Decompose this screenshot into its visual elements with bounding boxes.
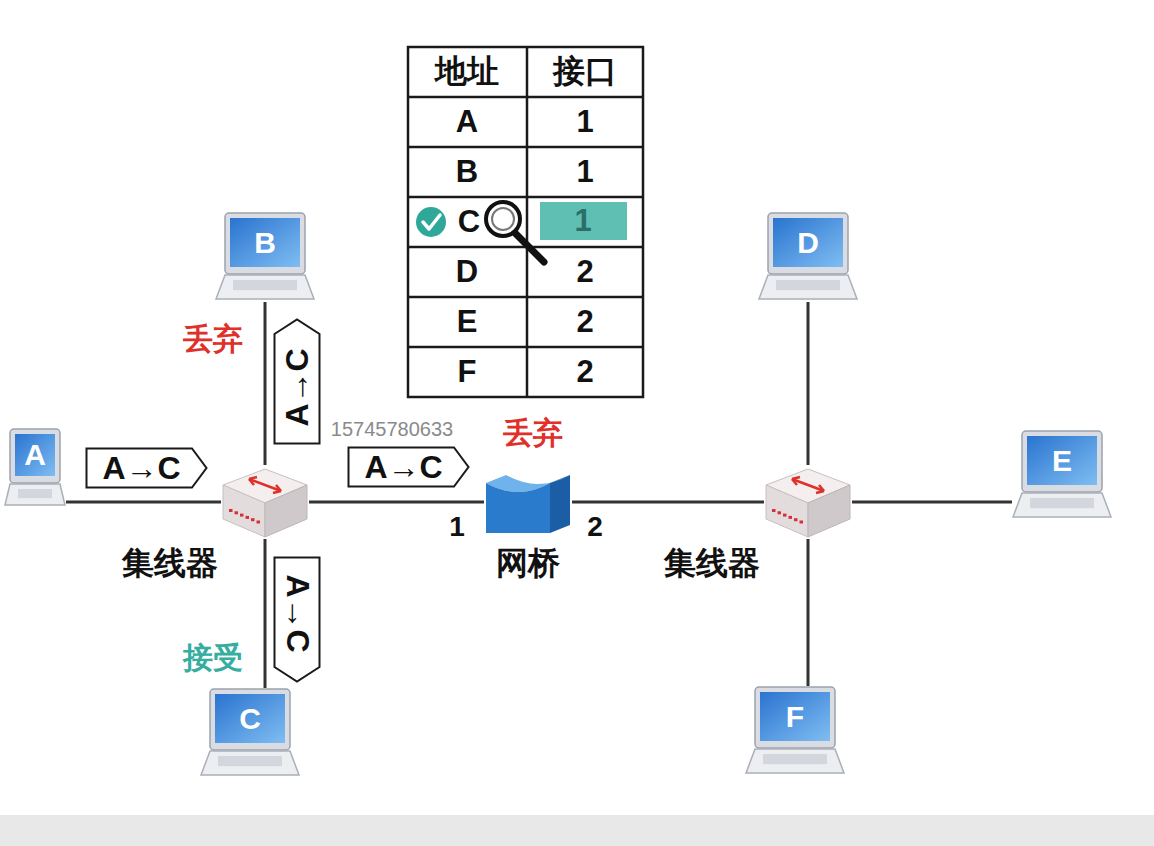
host-letter: D — [773, 218, 843, 267]
frame-packet: A→C — [347, 446, 470, 488]
table-cell: F — [458, 355, 477, 389]
label-slot: 1 — [449, 512, 465, 543]
network-cable — [309, 501, 484, 504]
label-slot: 2 — [576, 255, 593, 289]
label-slot: A — [456, 105, 478, 139]
network-cable — [572, 501, 764, 504]
laptop-host: C — [200, 688, 300, 778]
laptop-host: B — [215, 212, 315, 302]
frame-label: A→C — [102, 451, 180, 486]
host-letter: E — [1027, 436, 1097, 485]
network-cable — [807, 539, 810, 686]
label-slot: 丢弃 — [503, 416, 563, 449]
hub-device: 集线器 — [764, 465, 852, 539]
table-cell: A — [456, 105, 478, 139]
label-slot: B — [456, 155, 478, 189]
table-cell: 2 — [576, 355, 593, 389]
bridge-device: 网桥 — [484, 469, 572, 535]
label-slot: F — [458, 355, 477, 389]
watermark: 15745780633 — [331, 418, 453, 440]
label-slot: 接口 — [553, 54, 617, 89]
label-slot: 2 — [576, 305, 593, 339]
table-cell: D — [456, 255, 478, 289]
table-cell: 2 — [576, 305, 593, 339]
network-cable — [852, 501, 1012, 504]
table-cell: 地址 — [435, 54, 499, 89]
status-note: 接受 — [183, 641, 243, 674]
network-cable — [264, 539, 267, 688]
label-slot: C — [458, 205, 480, 239]
label-slot: D — [456, 255, 478, 289]
frame-label: A→C — [280, 574, 315, 652]
port-number: 1 — [449, 512, 465, 543]
label-slot: 地址 — [435, 54, 499, 89]
bottom-bar — [0, 815, 1154, 846]
table-cell: E — [457, 305, 478, 339]
host-letter: B — [230, 218, 300, 267]
label-slot: 2 — [587, 512, 603, 543]
label-slot: 1 — [574, 204, 591, 238]
hub-device-icon — [764, 465, 852, 539]
table-cell: C — [458, 205, 480, 239]
table-cell: 接口 — [553, 54, 617, 89]
hub-device-icon — [221, 465, 309, 539]
table-cell: 1 — [574, 204, 591, 238]
port-number: 2 — [587, 512, 603, 543]
label-slot: 15745780633 — [331, 418, 453, 440]
laptop-host: E — [1012, 430, 1112, 520]
table-cell: 1 — [576, 105, 593, 139]
label-slot: E — [457, 305, 478, 339]
highlight-cell — [540, 202, 627, 240]
label-slot: 1 — [576, 105, 593, 139]
bridge-device-icon — [484, 469, 572, 535]
frame-label: A→C — [364, 450, 442, 485]
label-slot: 丢弃 — [183, 322, 243, 355]
host-letter: C — [215, 694, 285, 743]
device-name: 集线器 — [122, 546, 218, 581]
laptop-host: A — [4, 428, 66, 508]
network-cable — [264, 302, 267, 465]
lookup-table-grid — [408, 47, 643, 397]
label-slot: 2 — [576, 355, 593, 389]
host-letter: F — [760, 692, 830, 741]
network-cable — [66, 501, 221, 504]
label-slot: 1 — [576, 155, 593, 189]
hub-device: 集线器 — [221, 465, 309, 539]
table-cell: 1 — [576, 155, 593, 189]
host-letter: A — [15, 434, 55, 476]
frame-packet: A→C — [85, 447, 208, 489]
laptop-host: F — [745, 686, 845, 776]
status-note: 丢弃 — [183, 322, 243, 355]
frame-packet: A→C — [273, 318, 321, 445]
network-cable — [807, 302, 810, 465]
check-icon — [415, 206, 447, 238]
status-note: 丢弃 — [503, 416, 563, 449]
laptop-host: D — [758, 212, 858, 302]
frame-packet: A→C — [273, 556, 321, 683]
label-slot: 接受 — [183, 641, 243, 674]
frame-label: A→C — [280, 348, 315, 426]
magnifier-icon — [486, 202, 544, 262]
table-cell: 2 — [576, 255, 593, 289]
device-name: 集线器 — [664, 546, 760, 581]
table-cell: B — [456, 155, 478, 189]
device-name: 网桥 — [496, 546, 560, 581]
